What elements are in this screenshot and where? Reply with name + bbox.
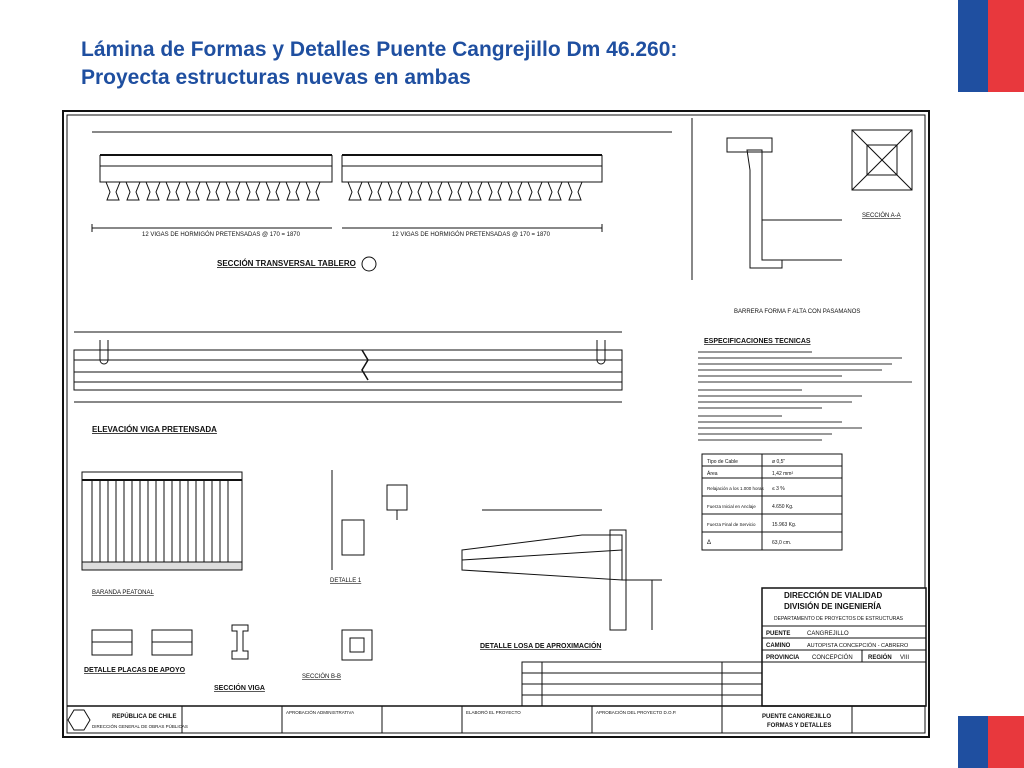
barrier-drawing <box>691 118 913 280</box>
footer-republica: REPÚBLICA DE CHILE <box>112 713 176 720</box>
vigas-left-label: 12 VIGAS DE HORMIGÓN PRETENSADAS @ 170 =… <box>142 231 301 238</box>
footer-sheet-title: PUENTE CANGREJILLO <box>762 714 831 720</box>
footer-aprobacion: APROBACIÓN ADMINISTRATIVA <box>286 709 354 715</box>
tb-camino-label: CAMINO <box>766 643 791 649</box>
spec-row-3-value: 4.650 Kg. <box>772 504 793 510</box>
flag-red-band-bottom <box>988 716 1024 768</box>
footer-elaboro: ELABORÓ EL PROYECTO <box>466 709 521 715</box>
tb-puente-label: PUENTE <box>766 631 790 637</box>
footer-strip: REPÚBLICA DE CHILE DIRECCIÓN GENERAL DE … <box>67 705 925 733</box>
seccion-viga-label: SECCIÓN VIGA <box>214 683 265 692</box>
especificaciones-label: ESPECIFICACIONES TECNICAS <box>704 338 811 345</box>
tb-puente-value: CANGREJILLO <box>807 631 849 637</box>
seccion-b-label: SECCIÓN B-B <box>302 673 341 680</box>
flag-red-band <box>988 0 1024 92</box>
seccion-aa-label: SECCIÓN A-A <box>862 212 901 219</box>
footer-aprobacion-proyecto: APROBACIÓN DEL PROYECTO D.O.P. <box>596 709 676 715</box>
spec-row-1-label: Área <box>707 470 718 477</box>
spec-row-0-label: Tipo de Cable <box>707 459 738 465</box>
footer-sheet-sub: FORMAS Y DETALLES <box>767 723 831 729</box>
title-block: DIRECCIÓN DE VIALIDAD DIVISIÓN DE INGENI… <box>761 587 927 707</box>
barrera-label: BARRERA FORMA F ALTA CON PASAMANOS <box>734 309 860 315</box>
spec-text-lines <box>698 351 912 441</box>
spec-row-4-label: Fuerza Final de Servicio <box>707 522 756 527</box>
tb-line-1: DIRECCIÓN DE VIALIDAD <box>784 591 882 600</box>
tb-line-2: DIVISIÓN DE INGENIERÍA <box>784 602 882 611</box>
spec-row-5-label: Δ <box>707 540 711 546</box>
losa-drawing <box>461 509 662 631</box>
section-transversal-label: SECCIÓN TRANSVERSAL TABLERO <box>217 259 356 268</box>
detalle-placas-label: DETALLE PLACAS DE APOYO <box>84 667 186 674</box>
seccion-viga-drawing <box>231 624 249 660</box>
tb-region-label: REGIÓN <box>868 653 892 661</box>
girders-right <box>347 181 583 201</box>
footer-ministerio: DIRECCIÓN GENERAL DE OBRAS PÚBLICAS <box>92 723 188 729</box>
slide-title-line-1: Lámina de Formas y Detalles Puente Cangr… <box>81 38 678 61</box>
spec-row-3-label: Fuerza Inicial en Anclaje <box>707 504 756 509</box>
spec-row-0-value: ø 0,5" <box>772 459 785 465</box>
deck-section-drawing <box>91 131 672 232</box>
tb-provincia-label: PROVINCIA <box>766 655 800 661</box>
detalle-1-label: DETALLE 1 <box>330 578 362 584</box>
slide-title: Lámina de Formas y Detalles Puente Cangr… <box>81 36 941 92</box>
detalle-losa-label: DETALLE LOSA DE APROXIMACIÓN <box>480 641 601 650</box>
spec-row-2-label: Relajación a los 1.000 horas <box>707 486 765 491</box>
section-callout-circle <box>361 256 377 272</box>
drawing-inner-frame <box>66 114 926 734</box>
baranda-drawing <box>81 471 243 571</box>
slide-title-line-2: Proyecta estructuras nuevas en ambas <box>81 66 471 89</box>
flag-blue-band-bottom <box>958 716 988 768</box>
spec-row-5-value: 63,0 cm. <box>772 540 791 546</box>
baranda-label: BARANDA PEATONAL <box>92 590 154 596</box>
vigas-right-label: 12 VIGAS DE HORMIGÓN PRETENSADAS @ 170 =… <box>392 231 551 238</box>
spec-row-1-value: 1,42 mm² <box>772 471 793 477</box>
tb-camino-value: AUTOPISTA CONCEPCIÓN - CABRERO <box>807 642 909 649</box>
corner-flag-bottom <box>958 716 1024 768</box>
tb-line-3: DEPARTAMENTO DE PROYECTOS DE ESTRUCTURAS <box>774 616 904 622</box>
detalle-1-drawing <box>331 470 408 570</box>
spec-table: Tipo de Cable ø 0,5" Área 1,42 mm² Relaj… <box>701 453 843 551</box>
tb-region-value: VIII <box>900 655 909 661</box>
tb-provincia-value: CONCEPCIÓN <box>812 654 853 661</box>
girders-left <box>105 181 321 201</box>
placas-drawing <box>91 629 193 656</box>
elevacion-viga-label: ELEVACIÓN VIGA PRETENSADA <box>92 425 217 434</box>
seccion-b-drawing <box>341 629 373 661</box>
spec-row-2-value: ≤ 3 % <box>772 486 785 492</box>
drawing-canvas: 12 VIGAS DE HORMIGÓN PRETENSADAS @ 170 =… <box>62 110 930 738</box>
engineering-drawing: 12 VIGAS DE HORMIGÓN PRETENSADAS @ 170 =… <box>62 110 932 740</box>
girder-elevation-drawing <box>73 331 623 403</box>
corner-flag-top <box>958 0 1024 92</box>
mop-logo-icon <box>67 709 91 731</box>
flag-blue-band <box>958 0 988 92</box>
spec-row-4-value: 15.963 Kg. <box>772 522 796 528</box>
